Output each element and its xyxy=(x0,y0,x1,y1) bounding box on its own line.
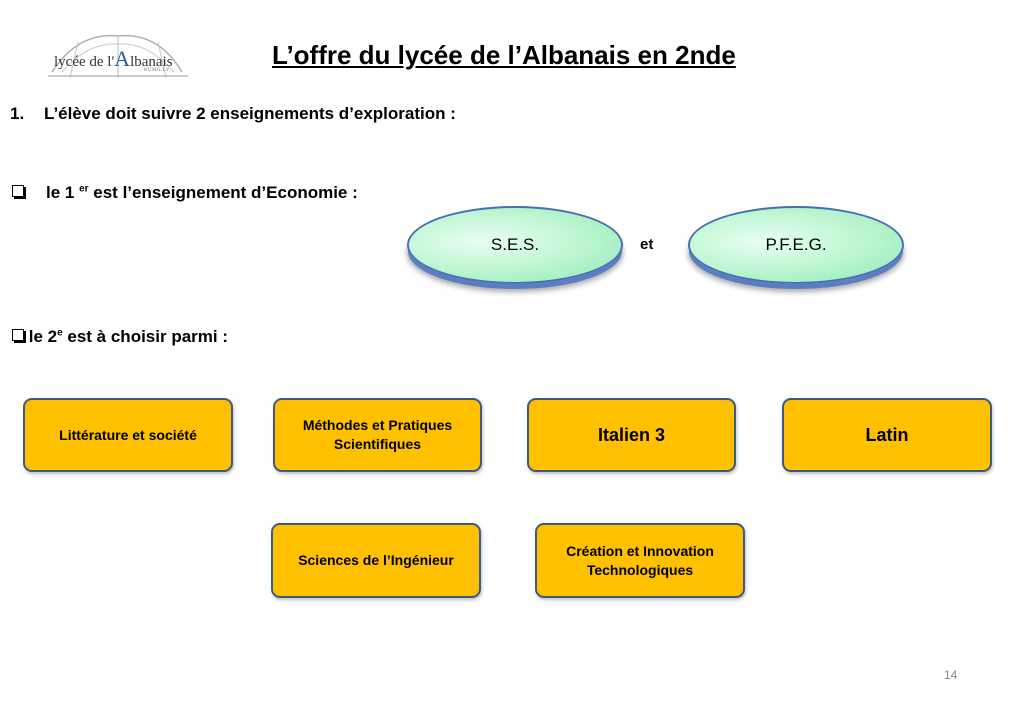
option-italien: Italien 3 xyxy=(527,398,736,472)
oval-ses: S.E.S. xyxy=(407,206,623,284)
first-prefix: le 1 xyxy=(46,183,75,202)
step-one-heading: 1. L’élève doit suivre 2 enseignements d’… xyxy=(10,104,456,124)
logo-subtitle: RUMILLY xyxy=(144,68,170,73)
connector-et: et xyxy=(640,236,654,253)
checkbox-bullet-icon xyxy=(12,329,24,341)
step-number: 1. xyxy=(10,104,25,123)
checkbox-bullet-icon xyxy=(12,185,24,197)
logo-arches-icon xyxy=(48,34,188,79)
second-suffix: est à choisir parmi : xyxy=(62,327,228,346)
first-option-line: le 1 er est l’enseignement d’Economie : xyxy=(12,183,358,203)
logo-wordmark: lycée de l'Albanais xyxy=(54,46,173,71)
page-number: 14 xyxy=(944,668,958,682)
page-title: L’offre du lycée de l’Albanais en 2nde xyxy=(272,40,736,70)
option-cit: Création et Innovation Technologiques xyxy=(535,523,745,598)
option-litterature: Littérature et société xyxy=(23,398,233,472)
second-prefix: le 2 xyxy=(28,327,58,346)
oval-pfeg: P.F.E.G. xyxy=(688,206,904,284)
step-text: L’élève doit suivre 2 enseignements d’ex… xyxy=(44,104,456,123)
school-logo: lycée de l'Albanais RUMILLY xyxy=(48,28,188,84)
option-si: Sciences de l’Ingénieur xyxy=(271,523,481,598)
option-mps: Méthodes et Pratiques Scientifiques xyxy=(273,398,482,472)
second-option-line: le 2e est à choisir parmi : xyxy=(12,327,228,347)
first-suffix: est l’enseignement d’Economie : xyxy=(88,183,358,202)
option-latin: Latin xyxy=(782,398,992,472)
first-sup: er xyxy=(79,183,89,195)
second-sup: e xyxy=(57,327,63,339)
